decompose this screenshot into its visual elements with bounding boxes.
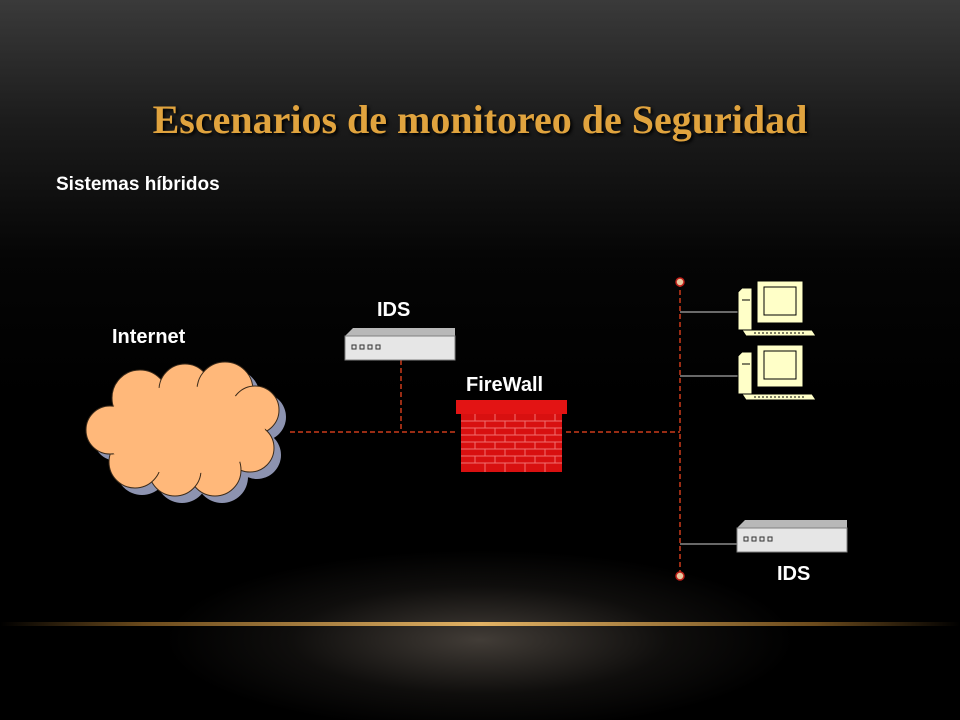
lan-drops: [680, 311, 738, 545]
firewall-label: FireWall: [466, 374, 543, 396]
backbone-cap-top: [675, 277, 685, 287]
backbone-cap-bottom: [675, 571, 685, 581]
ids-bottom-device-icon: [736, 520, 848, 553]
firewall-icon: [456, 400, 567, 472]
bottom-rule: [0, 622, 960, 626]
workstation-icon: [737, 280, 817, 337]
internet-cloud-icon: [85, 361, 286, 503]
backbone-end-caps: [675, 277, 685, 581]
ids-top-label: IDS: [377, 299, 410, 321]
ids-bottom-label: IDS: [777, 563, 810, 585]
network-links: [290, 282, 681, 576]
slide-title: Escenarios de monitoreo de Seguridad: [152, 97, 808, 142]
ids-top-device-icon: [344, 328, 456, 361]
internet-label: Internet: [112, 326, 186, 348]
workstation-icon: [737, 344, 817, 401]
slide-subtitle: Sistemas híbridos: [56, 174, 220, 195]
